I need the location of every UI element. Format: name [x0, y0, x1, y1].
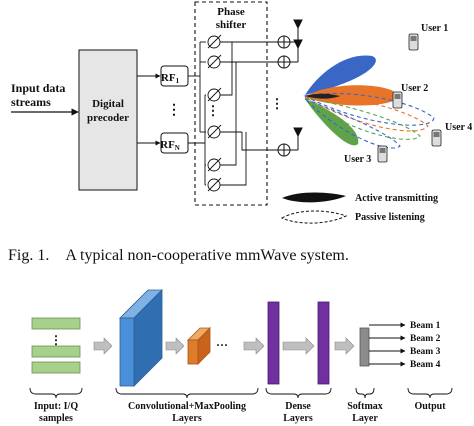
conv-label-line1: Convolutional+MaxPooling	[128, 401, 246, 412]
pool-block-front	[187, 339, 199, 365]
user-4-group: User 4	[431, 122, 472, 147]
dense-layer-1	[267, 301, 280, 385]
phase-shifter-box	[194, 1, 268, 206]
caption-text: A typical non-cooperative mmWave system.	[65, 247, 349, 264]
caption-fig-label: Fig. 1.	[8, 247, 50, 264]
phone-icon	[431, 129, 442, 147]
dense-label-line2: Layers	[283, 413, 313, 424]
antenna-icons	[290, 19, 303, 151]
output-arrows	[369, 322, 406, 367]
phase-shifter-label-line1: Phase	[217, 6, 245, 18]
beam-green-passive	[303, 97, 421, 140]
softmax-label-line1: Softmax	[347, 401, 383, 412]
iq-sample-bar-3	[31, 361, 81, 374]
digital-precoder-label-line1: Digital	[92, 98, 124, 110]
legend-passive-label: Passive listening	[355, 212, 425, 223]
rf-chain-1-label: RF1	[161, 72, 180, 85]
softmax-layer	[359, 327, 370, 367]
dense-label-line1: Dense	[285, 401, 311, 412]
beam-4-label: Beam 4	[410, 360, 441, 370]
beam-blue-active	[305, 55, 376, 95]
iq-sample-bar-2	[31, 345, 81, 358]
iq-samples-vdots: ⋮	[50, 333, 62, 347]
arrow-to-dense	[243, 337, 265, 355]
arrow-dense-to-softmax	[334, 337, 355, 355]
beam-1-label: Beam 1	[410, 321, 441, 331]
beam-patterns	[303, 55, 435, 149]
beam-3-label: Beam 3	[410, 347, 441, 357]
rf-chains-vdots: ⋮	[167, 103, 181, 118]
section-braces	[29, 387, 453, 399]
arrow-input-to-conv	[93, 337, 113, 355]
legend-passive-swatch	[280, 210, 348, 224]
input-iq-label-line2: samples	[39, 413, 73, 424]
figure-1-caption: Fig. 1. A typical non-cooperative mmWave…	[8, 247, 349, 265]
phone-icon	[392, 91, 403, 109]
digital-precoder-label-line2: precoder	[87, 112, 129, 124]
user-2-group: User 2	[392, 83, 428, 109]
beam-orange-passive	[303, 96, 429, 132]
rf-split-lines	[188, 41, 206, 186]
input-streams-label-line1: Input data	[11, 81, 65, 95]
antenna-vdots: ⋮	[271, 96, 284, 111]
beam-2-label: Beam 2	[410, 334, 441, 344]
more-layers-ellipsis: ···	[216, 338, 228, 352]
input-iq-label-line1: Input: I/Q	[34, 401, 78, 412]
user-2-label: User 2	[401, 83, 428, 94]
input-streams-label-line2: streams	[11, 95, 51, 109]
conv-block-front	[119, 317, 135, 387]
user-1-group: User 1	[408, 23, 448, 51]
user-1-label: User 1	[421, 23, 448, 34]
phone-icon	[377, 145, 388, 163]
phase-shifter-vdots: ⋮	[207, 103, 220, 118]
user-4-label: User 4	[445, 122, 472, 133]
beam-orange-active	[305, 85, 398, 106]
user-3-group: User 3	[344, 145, 388, 165]
adder-circles	[277, 35, 291, 157]
phase-shifter-routing	[220, 41, 278, 186]
softmax-label-line2: Layer	[352, 413, 378, 424]
arrow-conv-to-pool	[165, 337, 185, 355]
beam-blue-passive-1	[303, 92, 435, 126]
dense-layer-2	[317, 301, 330, 385]
figure-1-system-diagram: Input data streams Digital precoder RF1 …	[11, 1, 472, 224]
iq-sample-bar-1	[31, 317, 81, 330]
beam-black-shadow	[305, 93, 340, 99]
digital-precoder-box	[78, 49, 138, 191]
phase-shifter-label-line2: shifter	[216, 19, 247, 31]
user-3-label: User 3	[344, 154, 371, 165]
rf-chain-n-label: RFN	[160, 139, 180, 152]
arrow-dense-to-dense	[282, 337, 315, 355]
phone-icon	[408, 33, 419, 51]
conv-label-line2: Layers	[172, 413, 202, 424]
beam-blue-passive-2	[304, 98, 401, 149]
legend-active-label: Active transmitting	[355, 193, 438, 204]
output-label: Output	[414, 401, 446, 412]
figure-2-network-diagram: ⋮ ··· Beam 1 Beam 2 Beam 3	[29, 289, 453, 424]
legend-active-swatch	[282, 192, 346, 203]
